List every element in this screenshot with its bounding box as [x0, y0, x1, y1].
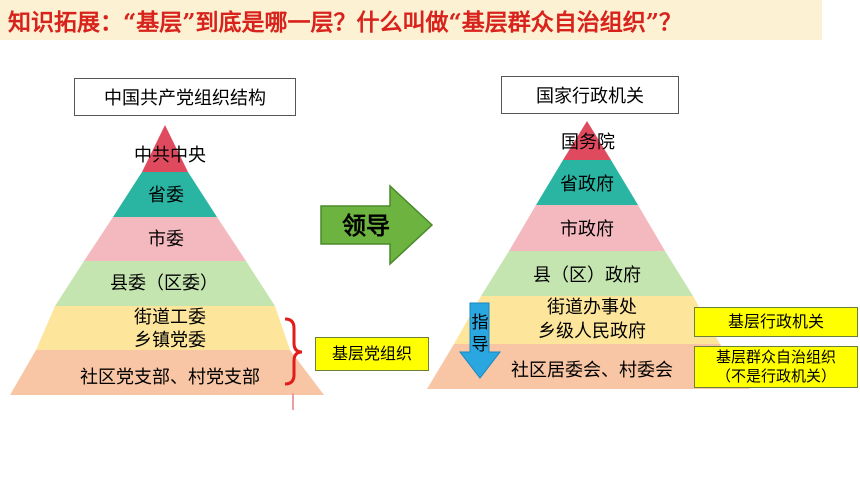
- grassroots-admin-note-text: 基层行政机关: [727, 312, 824, 331]
- right-level-province: [536, 160, 638, 205]
- right-label-state-council: 国务院: [561, 132, 615, 153]
- lead-arrow: 领导: [320, 184, 434, 266]
- left-label-community: 社区党支部、村党支部: [80, 367, 260, 388]
- left-label-central: 中共中央: [134, 145, 206, 166]
- grassroots-party-note-text: 基层党组织: [331, 344, 412, 363]
- right-label-township-gov: 乡级人民政府: [538, 321, 646, 342]
- right-label-community: 社区居委会、村委会: [511, 360, 673, 381]
- red-bracket: [284, 317, 303, 386]
- left-label-county: 县委（区委）: [110, 273, 218, 294]
- left-level-apex: [142, 125, 188, 172]
- left-pyramid: 中共中央 省委 市委 县委（区委） 街道工委 乡镇党委 社区党支部、村党支部: [10, 125, 324, 395]
- grassroots-party-note: 基层党组织: [315, 337, 429, 371]
- lead-arrow-label: 领导: [342, 212, 390, 240]
- self-governance-note-line1: 基层群众自治组织: [715, 348, 836, 367]
- right-level-community: [427, 344, 750, 389]
- grassroots-admin-note: 基层行政机关: [694, 307, 858, 337]
- left-level-community: [10, 350, 324, 395]
- right-label-city: 市政府: [560, 219, 614, 240]
- left-level-street: [36, 306, 290, 350]
- right-heading: 国家行政机关: [501, 76, 679, 114]
- right-level-street: [454, 296, 720, 344]
- guide-arrow-char-2: 导: [472, 335, 489, 355]
- right-pyramid: 国务院 省政府 市政府 县（区）政府 街道办事处 乡级人民政府 社区居委会、村委…: [427, 121, 750, 389]
- right-level-county: [481, 251, 693, 296]
- title-bar: 知识拓展：“基层”到底是哪一层？什么叫做“基层群众自治组织”？: [0, 0, 822, 40]
- self-governance-note-line2: （不是行政机关）: [715, 367, 836, 385]
- right-label-county: 县（区）政府: [533, 265, 641, 286]
- left-label-province: 省委: [148, 185, 184, 206]
- right-level-apex: [563, 121, 611, 160]
- left-label-street: 街道工委: [134, 307, 206, 328]
- left-heading: 中国共产党组织结构: [74, 78, 296, 116]
- guide-arrow-char-1: 指: [472, 313, 489, 333]
- right-level-city: [509, 205, 665, 251]
- right-label-street-office: 街道办事处: [547, 297, 637, 318]
- right-label-province: 省政府: [560, 174, 614, 195]
- left-label-township: 乡镇党委: [134, 330, 206, 351]
- left-level-county: [55, 261, 275, 306]
- left-level-province: [113, 172, 217, 217]
- left-level-city: [84, 217, 246, 261]
- guide-arrow: 指 导: [458, 302, 502, 379]
- left-label-city: 市委: [148, 229, 184, 250]
- self-governance-note: 基层群众自治组织 （不是行政机关）: [694, 346, 858, 388]
- page-title: 知识拓展：“基层”到底是哪一层？什么叫做“基层群众自治组织”？: [8, 9, 682, 36]
